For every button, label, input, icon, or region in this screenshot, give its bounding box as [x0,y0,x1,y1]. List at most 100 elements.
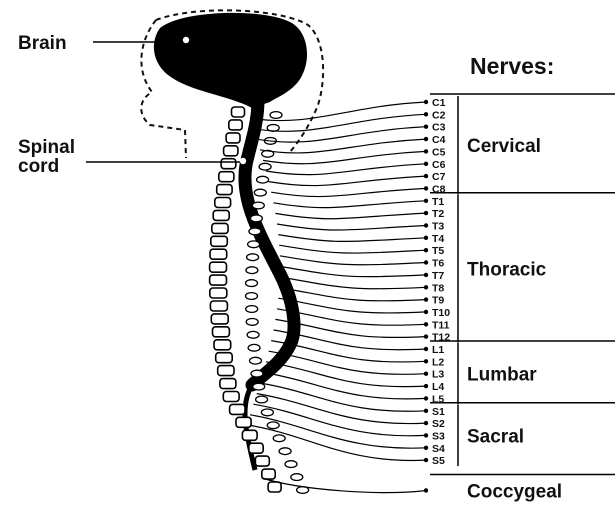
vertebra [213,210,229,220]
nerve-label: T10 [432,307,450,319]
vertebra [242,430,257,440]
vertebra [218,366,234,376]
vertebral-process [256,396,268,403]
group-label: Coccygeal [467,482,562,503]
nerve-line [279,288,426,301]
nerve-label: T12 [432,332,450,344]
nerve-line [262,478,426,493]
nerve-line [280,266,426,276]
nerve-label: T1 [432,196,444,208]
vertebra [215,198,231,208]
vertebra [268,482,281,492]
nerve-label: T9 [432,295,444,307]
brain-label: Brain [18,33,67,54]
nerve-label: C2 [432,109,446,121]
vertebral-process [291,474,303,481]
vertebra [229,120,242,130]
group-label: Lumbar [467,365,537,386]
nerve-label: T4 [432,233,444,245]
nerve-label: L4 [432,381,444,393]
vertebra [230,404,245,414]
nerve-line [278,235,426,242]
vertebra [232,107,245,117]
nerve-line [277,224,426,230]
vertebra [211,314,228,324]
vertebral-process [247,254,259,261]
vertebra [223,392,239,402]
vertebra [221,159,236,169]
vertebral-process [249,228,261,235]
vertebral-process [279,448,291,455]
nerve-line [280,256,426,265]
nerve-line [269,176,426,185]
nerve-label: L2 [432,356,444,368]
vertebra [213,327,230,337]
vertebral-process [246,280,258,287]
nerve-lines [250,100,428,493]
vertebra [216,353,233,363]
vertebra [210,301,227,311]
nerve-label: T8 [432,282,444,294]
vertebra [210,262,227,272]
vertebral-process [246,267,258,274]
nerve-label: C4 [432,134,446,146]
nerve-label: T11 [432,319,450,331]
vertebral-process [273,435,285,442]
nerve-label: L3 [432,369,444,381]
nerve-label: C3 [432,122,446,134]
vertebral-process [254,189,266,196]
nerve-label: T7 [432,270,444,282]
vertebral-process [250,215,262,222]
vertebral-process [248,344,260,351]
spinal-cord-leader-dot [240,158,246,164]
group-label: Thoracic [467,260,547,281]
group-label: Cervical [467,136,541,157]
nerve-label: L5 [432,393,444,405]
nerve-label: S2 [432,418,445,430]
vertebra [210,249,227,259]
nerve-line [280,277,426,289]
group-label: Sacral [467,426,524,447]
vertebral-process [257,176,269,183]
brain-leader-dot [183,37,189,43]
nerve-label: S4 [432,443,445,455]
nerve-label: L1 [432,344,444,356]
vertebra [224,146,238,156]
vertebra [217,185,232,195]
nerve-label: C8 [432,183,446,195]
vertebral-process [285,461,297,468]
nerve-line [274,201,427,208]
vertebra [219,172,234,182]
nerve-label: S3 [432,430,445,442]
vertebral-process [250,357,262,364]
vertebra [226,133,240,143]
vertebral-process [246,293,258,300]
vertebral-process [251,370,263,377]
vertebra [214,340,231,350]
nerve-line [279,245,426,253]
nerve-label: C7 [432,171,446,183]
nerve-label: T3 [432,221,444,233]
vertebra [211,236,228,246]
nerve-line [269,351,426,374]
nerve-line [271,188,426,196]
spinal-cord-label-line1: Spinal [18,137,75,158]
vertebral-process [246,319,258,326]
nerve-line [260,139,426,153]
nerve-line [253,404,426,436]
nerve-label: C6 [432,159,446,171]
vertebra [255,456,269,466]
nerve-label: C5 [432,146,446,158]
vertebral-process [252,202,264,209]
nerve-label: S1 [432,406,445,418]
nerve-label: T2 [432,208,444,220]
nerve-label: T6 [432,258,444,270]
nerve-line [260,383,426,411]
vertebral-process [259,163,271,170]
nerve-labels: C1C2C3C4C5C6C7C8T1T2T3T4T5T6T7T8T9T10T11… [432,97,450,467]
vertebral-process [270,112,282,119]
vertebra [236,417,251,427]
nerve-label: C1 [432,97,446,109]
vertebra [212,223,228,233]
